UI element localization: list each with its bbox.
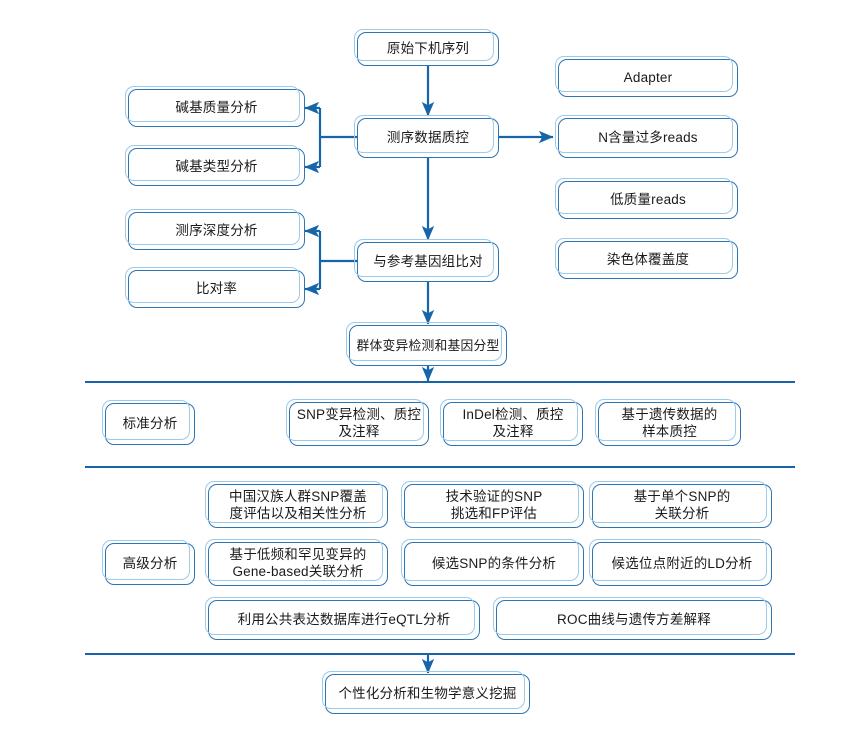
- node-raw-sequence[interactable]: 原始下机序列: [354, 29, 499, 66]
- node-chromosome-coverage[interactable]: 染色体覆盖度: [555, 238, 738, 279]
- node-low-quality-reads[interactable]: 低质量reads: [555, 178, 738, 219]
- node-base-type-analysis-label: 碱基类型分析: [175, 158, 258, 174]
- node-snp-calling-qc-annotation[interactable]: SNP变异检测、质控 及注释: [286, 399, 429, 446]
- node-indel-calling-qc-annotation-label: InDel检测、质控 及注释: [462, 407, 564, 439]
- node-han-snp-coverage-correlation[interactable]: 中国汉族人群SNP覆盖 度评估以及相关性分析: [205, 481, 388, 528]
- node-ld-analysis-near-loci-label: 候选位点附近的LD分析: [611, 555, 753, 571]
- node-ld-analysis-near-loci[interactable]: 候选位点附近的LD分析: [589, 539, 772, 586]
- section-label-advanced-analysis[interactable]: 高级分析: [102, 540, 195, 585]
- node-n-content-reads-label: N含量过多reads: [598, 129, 698, 145]
- node-variant-calling-genotyping-label: 群体变异检测和基因分型: [356, 337, 500, 353]
- node-snp-calling-qc-annotation-label: SNP变异检测、质控 及注释: [296, 407, 422, 439]
- node-base-quality-analysis[interactable]: 碱基质量分析: [125, 86, 305, 127]
- node-gene-based-association-label: 基于低频和罕见变异的 Gene-based关联分析: [229, 547, 367, 579]
- node-variant-calling-genotyping[interactable]: 群体变异检测和基因分型: [346, 322, 507, 366]
- node-sequencing-qc[interactable]: 测序数据质控: [354, 115, 499, 158]
- node-roc-genetic-variance-label: ROC曲线与遗传方差解释: [557, 611, 711, 627]
- node-gene-based-association[interactable]: 基于低频和罕见变异的 Gene-based关联分析: [205, 539, 388, 586]
- section-label-advanced-analysis-text: 高级分析: [122, 555, 178, 571]
- node-sequencing-depth-analysis[interactable]: 测序深度分析: [125, 209, 305, 250]
- node-sequencing-qc-label: 测序数据质控: [386, 129, 470, 145]
- node-raw-sequence-label: 原始下机序列: [386, 40, 470, 56]
- node-tech-validated-snp-fp-label: 技术验证的SNP 挑选和FP评估: [445, 489, 543, 521]
- section-label-standard-analysis[interactable]: 标准分析: [102, 400, 195, 445]
- divider-advanced-analysis: [85, 466, 795, 468]
- node-single-snp-association[interactable]: 基于单个SNP的 关联分析: [589, 481, 772, 528]
- node-align-reference-genome[interactable]: 与参考基因组比对: [354, 239, 499, 282]
- node-alignment-rate[interactable]: 比对率: [125, 267, 305, 308]
- node-personalized-biological-mining-label: 个性化分析和生物学意义挖掘: [338, 685, 517, 701]
- node-public-expression-eqtl-label: 利用公共表达数据库进行eQTL分析: [237, 611, 451, 627]
- node-conditional-snp-analysis[interactable]: 候选SNP的条件分析: [401, 539, 584, 586]
- node-low-quality-reads-label: 低质量reads: [610, 191, 686, 207]
- node-personalized-biological-mining[interactable]: 个性化分析和生物学意义挖掘: [322, 671, 530, 714]
- node-conditional-snp-analysis-label: 候选SNP的条件分析: [431, 555, 557, 571]
- node-adapter-label: Adapter: [623, 69, 673, 85]
- node-tech-validated-snp-fp[interactable]: 技术验证的SNP 挑选和FP评估: [401, 481, 584, 528]
- divider-personalized: [85, 653, 795, 655]
- divider-standard-analysis: [85, 381, 795, 383]
- node-adapter[interactable]: Adapter: [555, 56, 738, 97]
- node-base-type-analysis[interactable]: 碱基类型分析: [125, 145, 305, 186]
- node-base-quality-analysis-label: 碱基质量分析: [175, 99, 258, 115]
- node-roc-genetic-variance[interactable]: ROC曲线与遗传方差解释: [493, 597, 772, 640]
- node-chromosome-coverage-label: 染色体覆盖度: [606, 251, 690, 267]
- node-align-reference-genome-label: 与参考基因组比对: [373, 253, 483, 269]
- node-single-snp-association-label: 基于单个SNP的 关联分析: [633, 489, 731, 521]
- node-indel-calling-qc-annotation[interactable]: InDel检测、质控 及注释: [440, 399, 583, 446]
- node-public-expression-eqtl[interactable]: 利用公共表达数据库进行eQTL分析: [205, 597, 480, 640]
- node-n-content-reads[interactable]: N含量过多reads: [555, 115, 738, 158]
- section-label-standard-analysis-text: 标准分析: [122, 415, 178, 431]
- node-sequencing-depth-analysis-label: 测序深度分析: [175, 222, 258, 238]
- node-genetic-data-sample-qc[interactable]: 基于遗传数据的 样本质控: [595, 399, 741, 446]
- node-alignment-rate-label: 比对率: [195, 280, 238, 296]
- node-han-snp-coverage-correlation-label: 中国汉族人群SNP覆盖 度评估以及相关性分析: [229, 489, 367, 521]
- node-genetic-data-sample-qc-label: 基于遗传数据的 样本质控: [621, 407, 718, 439]
